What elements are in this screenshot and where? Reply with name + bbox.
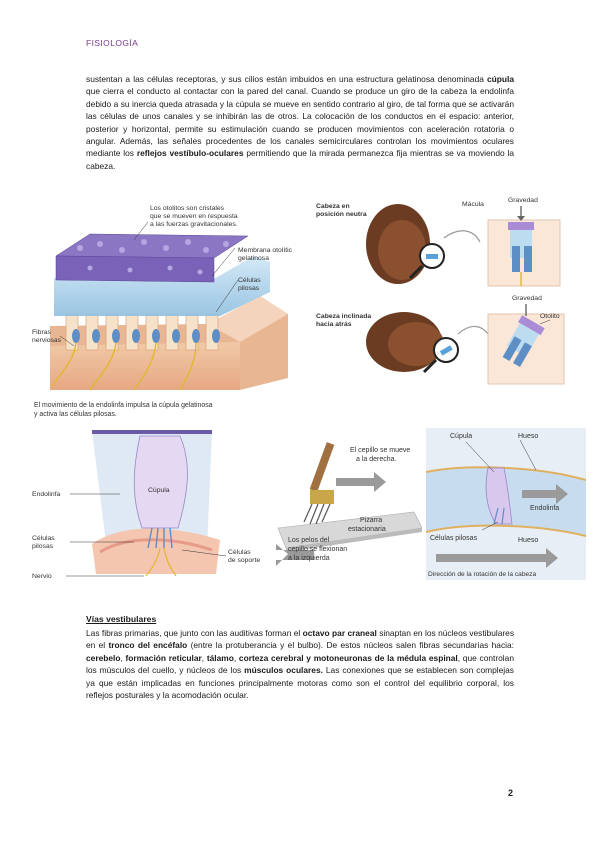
svg-text:Dirección de la rotación de la: Dirección de la rotación de la cabeza [428, 571, 536, 578]
svg-text:Endolinfa: Endolinfa [530, 505, 559, 512]
svg-text:El movimiento de la endolinfa: El movimiento de la endolinfa impulsa la… [34, 402, 213, 418]
svg-text:Hueso: Hueso [518, 537, 538, 544]
page-header: FISIOLOGÍA [86, 38, 139, 48]
figure-caption: El movimiento de la endolinfa impulsa la… [34, 402, 213, 418]
svg-text:Células pilosas: Células pilosas [430, 535, 478, 542]
svg-text:Hueso: Hueso [518, 433, 538, 440]
svg-text:Otolito: Otolito [540, 313, 560, 320]
svg-text:Gravedad: Gravedad [508, 197, 538, 204]
svg-text:Nervio: Nervio [32, 573, 52, 580]
svg-text:Endolinfa: Endolinfa [32, 491, 61, 498]
paragraph-vias-vestibulares: Las fibras primarias, que junto con las … [86, 628, 515, 701]
svg-text:Cúpula: Cúpula [148, 487, 170, 494]
svg-text:Mácula: Mácula [462, 201, 484, 208]
section-heading: Vías vestibulares [86, 614, 157, 624]
svg-text:Gravedad: Gravedad [512, 295, 542, 302]
paragraph-cupula: sustentan a las células receptoras, y su… [86, 74, 514, 171]
canal-rotation-figure: Cúpula Hueso Endolinfa Células pilosas H… [426, 428, 586, 580]
svg-text:Cúpula: Cúpula [450, 433, 472, 440]
page-number: 2 [508, 788, 514, 798]
